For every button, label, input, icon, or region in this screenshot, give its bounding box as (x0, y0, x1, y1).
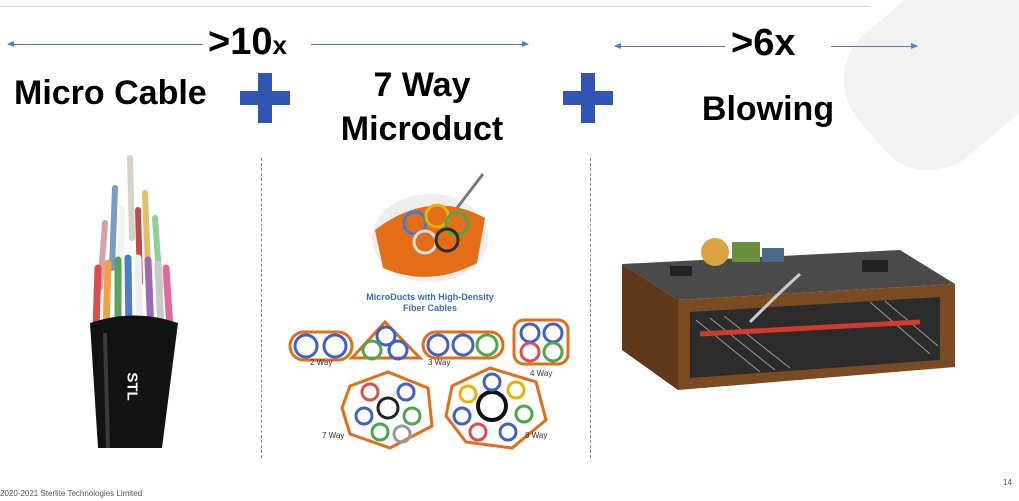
config-label-2-way: 2 Way (310, 358, 333, 367)
heading-microduct: Microduct (340, 110, 504, 148)
micro-cable-image: STL (60, 148, 220, 449)
right-double-arrow-segment-1 (614, 43, 725, 49)
multiplier-10x: >10x (208, 22, 287, 65)
blowing-trench-image (600, 222, 995, 432)
page-number: 14 (1003, 478, 1012, 487)
config-label-7-way: 7 Way (322, 431, 345, 440)
heading-micro-cable: Micro Cable (14, 74, 207, 112)
multiplier-10x-suffix: x (272, 30, 287, 60)
heading-7-way: 7 Way (373, 66, 471, 104)
multiplier-6x: >6x (731, 22, 796, 64)
cable-brand-text: STL (123, 372, 141, 401)
arrow-head-right-icon (911, 43, 918, 49)
microduct-figure: MicroDucts with High-Density Fiber Cable… (280, 168, 580, 453)
heading-blowing: Blowing (701, 90, 835, 128)
multiplier-10x-value: >10 (208, 21, 273, 63)
right-double-arrow-segment-2 (831, 43, 918, 49)
microduct-caption-line-1: MicroDucts with High-Density (366, 292, 494, 302)
left-double-arrow-segment-1 (7, 41, 203, 47)
config-label-4-way: 4 Way (530, 369, 553, 378)
dashed-separator-1 (261, 158, 262, 458)
plus-icon (563, 73, 613, 123)
dashed-separator-2 (590, 158, 591, 458)
arrow-head-left-icon (7, 41, 14, 47)
config-label-3-way: 3 Way (428, 358, 451, 367)
top-divider-line (0, 6, 870, 7)
microduct-configurations-image (288, 318, 570, 450)
microduct-caption-line-2: Fiber Cables (402, 303, 458, 313)
config-label-8-way: 8 Way (525, 431, 548, 440)
microduct-caption: MicroDucts with High-Density Fiber Cable… (340, 292, 520, 314)
arrow-head-left-icon (614, 43, 621, 49)
microduct-bundle-image (372, 173, 488, 282)
plus-icon (240, 73, 290, 123)
footer-copyright: 2020-2021 Sterlite Technologies Limited (0, 489, 143, 498)
left-double-arrow-segment-2 (311, 41, 529, 47)
arrow-head-right-icon (522, 41, 529, 47)
